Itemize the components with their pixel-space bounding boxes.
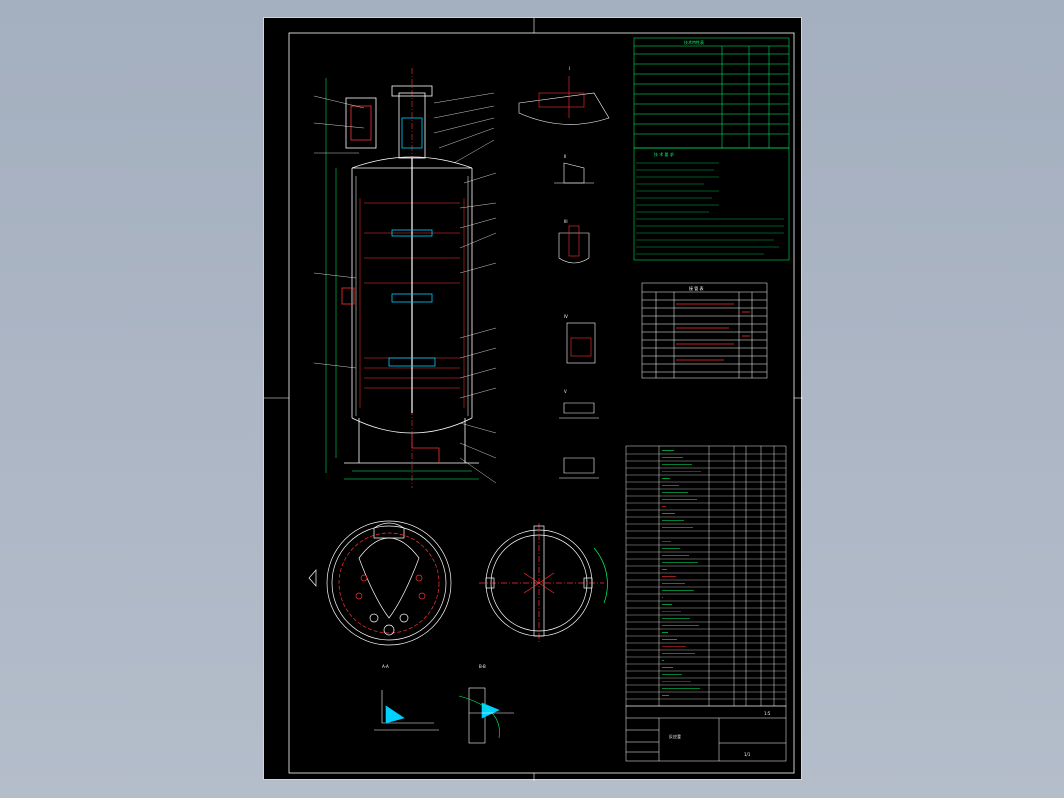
section-label-bb: B-B	[479, 664, 486, 669]
cad-drawing: A-A B-B I II III IV V 技术特性表 技 术 要 求	[264, 18, 803, 781]
nozzle-table	[641, 282, 768, 379]
title-block	[625, 705, 787, 762]
nozzle-table-header: 接 管 表	[689, 285, 704, 291]
title-block-sheet: 1/1	[744, 752, 751, 757]
section-label-aa: A-A	[382, 664, 389, 669]
tech-requirements: 技 术 要 求	[633, 147, 790, 261]
detail-views	[518, 76, 610, 479]
drawing-sheet: A-A B-B I II III IV V 技术特性表 技 术 要 求	[263, 17, 803, 781]
detail-label-ii: II	[564, 154, 566, 159]
detail-label-iv: IV	[564, 314, 568, 319]
tech-req-header: 技 术 要 求	[654, 151, 674, 157]
plan-view-a	[308, 520, 452, 646]
title-block-title: 反应釜	[669, 733, 681, 739]
vessel-elevation	[313, 68, 497, 488]
detail-label-iii: III	[564, 219, 568, 224]
parts-list-rows	[626, 450, 786, 700]
tech-spec-header: 技术特性表	[684, 39, 704, 45]
detail-label-v: V	[564, 389, 567, 394]
detail-label-i: I	[569, 66, 570, 71]
section-labels: A-A B-B I II III IV V	[382, 66, 570, 669]
title-block-scale: 1:5	[764, 711, 771, 716]
inner-frame	[288, 32, 795, 774]
parts-list	[625, 445, 787, 707]
plan-view-b	[479, 523, 608, 643]
section-details	[374, 687, 514, 744]
tech-spec-table	[633, 37, 790, 149]
